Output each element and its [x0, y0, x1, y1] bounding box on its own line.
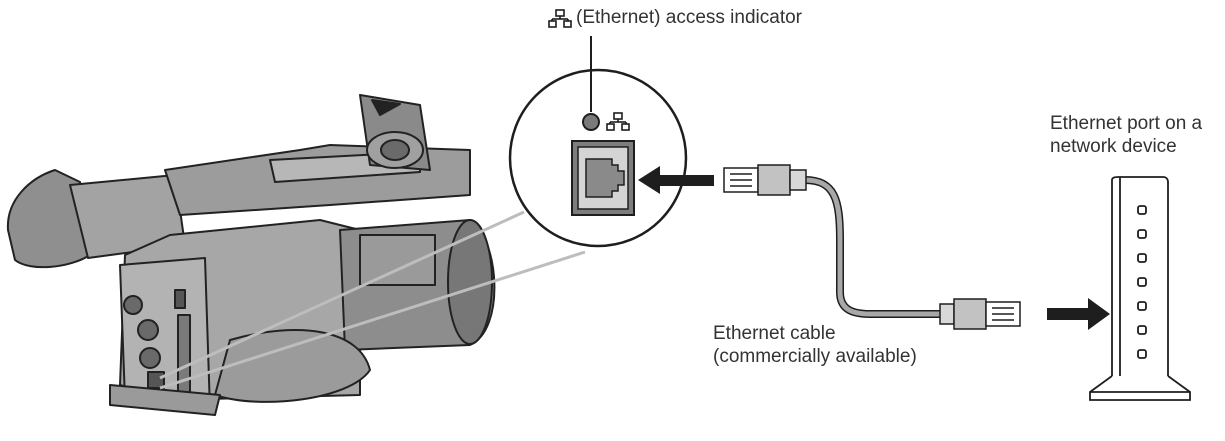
insert-arrow: [638, 166, 714, 194]
camcorder-illustration: [6, 94, 496, 416]
network-port-label: Ethernet port on a network device: [1050, 112, 1202, 158]
ethernet-cable-wire: [804, 176, 955, 318]
cable-plug-camera-end: [723, 164, 807, 196]
lan-network-icon: [606, 112, 630, 131]
network-port-label-line2: network device: [1050, 136, 1177, 157]
cable-plug-device-end: [939, 298, 1021, 330]
ethernet-cable-label-line1: Ethernet cable: [713, 323, 836, 344]
ethernet-cable-label-line2: (commercially available): [713, 346, 917, 367]
camera-ethernet-port: [571, 140, 635, 216]
network-port-label-line1: Ethernet port on a: [1050, 113, 1203, 134]
connect-arrow: [1047, 298, 1110, 330]
access-indicator-led: [582, 113, 600, 131]
network-device: [1089, 176, 1191, 401]
zoom-callout-line-upper: [159, 210, 525, 380]
access-indicator-label: (Ethernet) access indicator: [576, 7, 802, 28]
ethernet-cable-label: Ethernet cable (commercially available): [713, 322, 917, 368]
camcorder-grip: [214, 329, 371, 403]
zoom-callout-line-lower: [159, 250, 586, 390]
lan-network-icon: [548, 9, 572, 28]
